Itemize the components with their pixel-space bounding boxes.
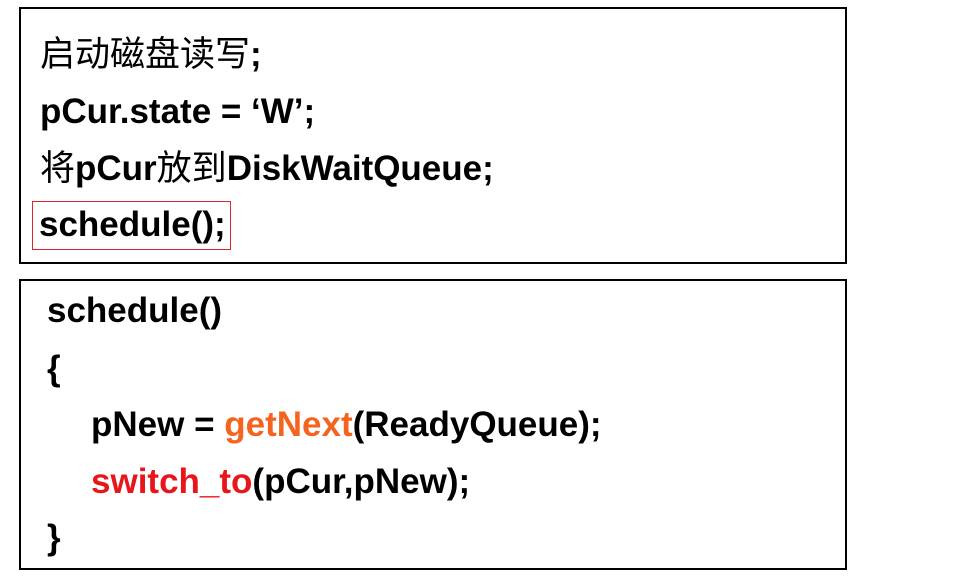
schedule-call-highlighted: schedule(); xyxy=(32,201,231,250)
open-brace: { xyxy=(47,349,61,388)
close-brace: } xyxy=(47,518,61,557)
schedule-function-box xyxy=(19,279,847,570)
pcur-token: pCur xyxy=(75,149,157,188)
get-next-statement: pNew = getNext(ReadyQueue); xyxy=(91,405,602,445)
schedule-signature: schedule() xyxy=(47,291,223,330)
top-code-box xyxy=(19,7,847,264)
start-disk-io-line: 启动磁盘读写; xyxy=(40,35,262,75)
ready-queue-arg: (ReadyQueue); xyxy=(352,405,602,444)
switch-to-args: (pCur,pNew); xyxy=(252,462,471,501)
enqueue-preposition: 放到 xyxy=(156,149,227,188)
switch-to-statement: switch_to(pCur,pNew); xyxy=(91,462,470,502)
start-disk-io-text: 启动磁盘读写 xyxy=(40,35,251,74)
set-state-line: pCur.state = ‘W’; xyxy=(40,92,316,131)
switch-to-function: switch_to xyxy=(91,462,253,501)
get-next-function: getNext xyxy=(224,405,353,444)
pnew-assign: pNew = xyxy=(91,405,225,444)
enqueue-line: 将pCur放到DiskWaitQueue; xyxy=(40,149,494,189)
semicolon: ; xyxy=(250,35,262,74)
enqueue-verb: 将 xyxy=(40,149,76,188)
disk-wait-queue-token: DiskWaitQueue; xyxy=(226,149,494,188)
